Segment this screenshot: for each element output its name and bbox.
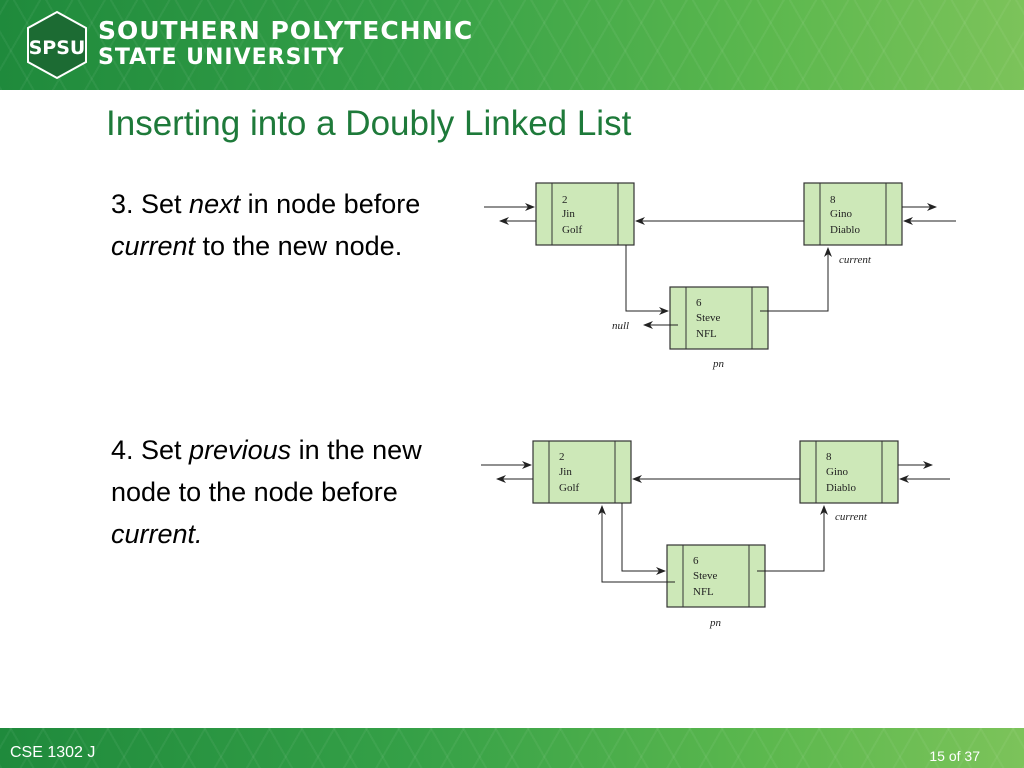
node-steve-2-name: Steve	[693, 570, 718, 582]
university-name-line2: STATE UNIVERSITY	[98, 45, 345, 70]
label2-current: current	[835, 511, 868, 523]
step-3-mid: in node before	[240, 189, 421, 219]
step-3-em-next: next	[189, 189, 241, 219]
node-gino-2: 8 Gino Diablo	[799, 440, 899, 504]
step-4-mid: in the new node to the node before	[111, 435, 422, 507]
node-gino: 8 Gino Diablo	[803, 182, 903, 246]
university-name-line1: SOUTHERN POLYTECHNIC	[98, 16, 474, 45]
step-4-text: 4. Set previous in the new node to the n…	[111, 429, 451, 555]
label2-pn: pn	[709, 617, 722, 629]
node-jin-sport: Golf	[562, 224, 583, 236]
node-jin-2-name: Jin	[559, 466, 572, 478]
node-jin-2-sport: Golf	[559, 482, 580, 494]
step-3-em-current: current	[111, 231, 196, 261]
node-jin-2-id: 2	[559, 451, 565, 463]
node-steve-2-id: 6	[693, 555, 699, 567]
node-gino-name: Gino	[830, 208, 853, 220]
node-jin-name: Jin	[562, 208, 575, 220]
label-pn: pn	[712, 358, 725, 370]
node-steve-name: Steve	[696, 312, 721, 324]
node-gino-sport: Diablo	[830, 224, 860, 236]
logo-abbrev: SPSU	[29, 37, 86, 59]
label-current: current	[839, 254, 872, 266]
slide-title: Inserting into a Doubly Linked List	[106, 104, 632, 143]
spsu-logo-icon: SPSU	[27, 10, 87, 80]
arrow2-steve-prev-to-jin	[598, 505, 675, 583]
node-gino-2-sport: Diablo	[826, 482, 856, 494]
arrow-jin-to-steve	[625, 245, 669, 315]
arrow2-steve-to-gino	[757, 505, 828, 572]
step-3-suffix: to the new node.	[195, 231, 403, 261]
header-banner	[0, 0, 1024, 90]
node-gino-2-id: 8	[826, 451, 832, 463]
footer-banner	[0, 728, 1024, 768]
step-4-prefix: 4. Set	[111, 435, 190, 465]
diagram-step-4: 2 Jin Golf 8 Gino Diablo 6 Steve NFL cur…	[481, 440, 950, 629]
step-3-prefix: 3. Set	[111, 189, 190, 219]
node-steve-sport: NFL	[696, 328, 717, 340]
course-label: CSE 1302 J	[10, 744, 96, 761]
node-jin: 2 Jin Golf	[535, 182, 635, 246]
node-jin-id: 2	[562, 194, 568, 206]
page-number: 15 of 37	[929, 748, 980, 764]
step-4-em-current: current.	[111, 519, 203, 549]
step-4-em-previous: previous	[189, 435, 292, 465]
node-steve-2-sport: NFL	[693, 586, 714, 598]
diagram-step-3: 2 Jin Golf 8 Gino Diablo 6 Steve NFL cur…	[484, 182, 956, 370]
step-3-text: 3. Set next in node before current to th…	[111, 183, 451, 267]
node-gino-id: 8	[830, 194, 836, 206]
node-steve-2: 6 Steve NFL	[666, 544, 766, 608]
node-steve: 6 Steve NFL	[669, 286, 769, 350]
node-gino-2-name: Gino	[826, 466, 849, 478]
node-jin-2: 2 Jin Golf	[532, 440, 632, 504]
arrow2-jin-to-steve	[621, 503, 666, 575]
arrow-steve-to-gino	[760, 247, 832, 312]
node-steve-id: 6	[696, 297, 702, 309]
label-null: null	[612, 320, 629, 332]
